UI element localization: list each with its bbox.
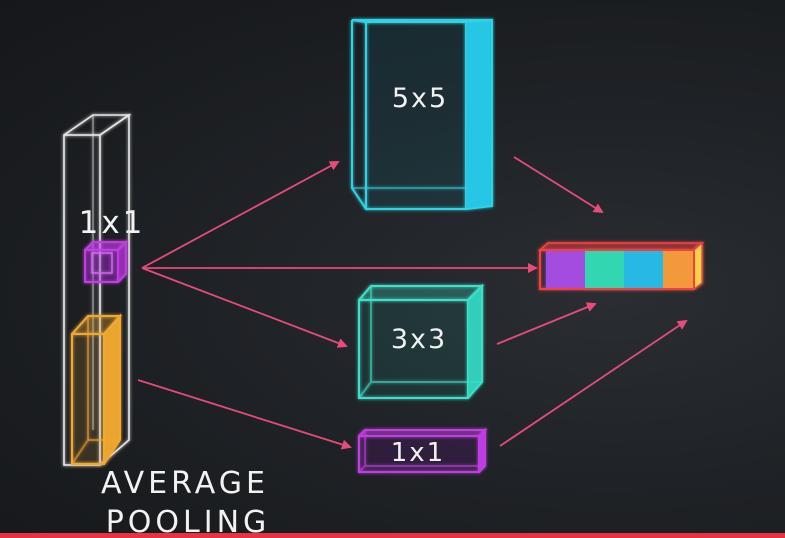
concat-segment-orange (663, 250, 694, 289)
arrows (137, 156, 688, 450)
conv-1x1-label: 1x1 (391, 438, 445, 468)
conv-1x1-block (358, 427, 488, 473)
arrow-3x3-to-concat (496, 302, 597, 345)
input-1x1-cube (84, 239, 129, 283)
concat-segment-purple (546, 250, 585, 289)
concat-segment-cyan (624, 250, 663, 289)
pooling-block (71, 313, 123, 465)
arrow-5x5-to-concat (513, 156, 604, 214)
bottom-progress-bar (0, 533, 785, 538)
conv-3x3-label: 3x3 (391, 324, 447, 355)
arrow-input-to-3x3 (141, 267, 348, 348)
average-label: AVERAGE (101, 466, 269, 501)
concat-output (537, 241, 705, 291)
arrow-input-to-5x5 (141, 161, 340, 269)
conv-5x5-label: 5x5 (392, 83, 448, 114)
conv-5x5-block (351, 18, 493, 210)
pooling-label: POOLING (106, 505, 271, 538)
conv-3x3-block (358, 283, 485, 399)
input-1x1-label: 1x1 (79, 205, 146, 241)
arrow-pool-to-1x1 (137, 379, 352, 450)
arrow-1x1-to-concat (499, 319, 688, 447)
concat-segment-teal (585, 250, 624, 289)
